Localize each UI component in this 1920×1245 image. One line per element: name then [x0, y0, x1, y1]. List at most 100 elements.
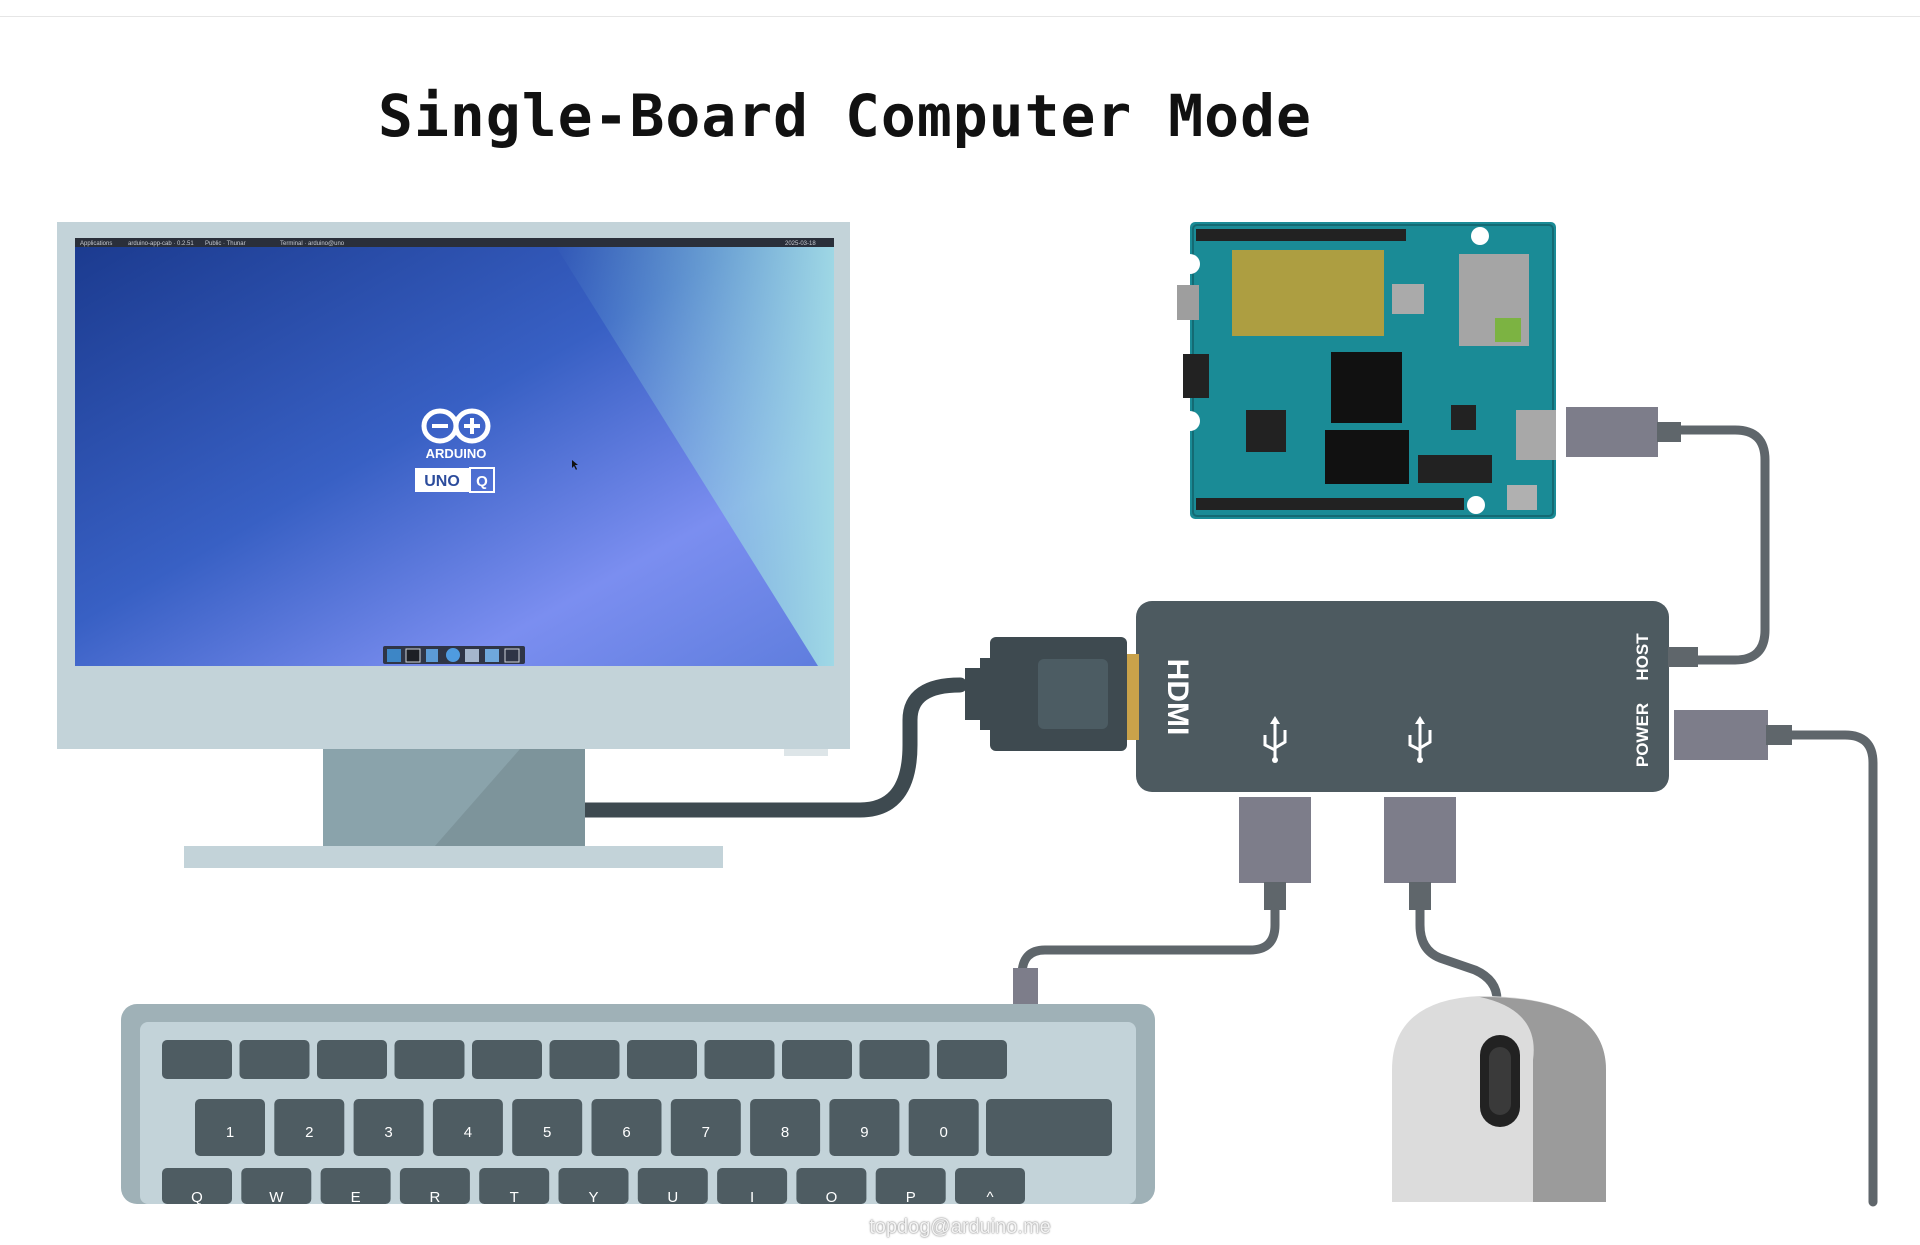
desktop-dock — [383, 646, 525, 664]
key-label: 9 — [860, 1124, 868, 1141]
screen-highlight — [552, 240, 834, 666]
board-usb-c-port — [1516, 410, 1556, 460]
key-2[interactable] — [274, 1099, 345, 1156]
monitor: Applications arduino-app-cab · 0.2.51 Pu… — [57, 222, 850, 868]
jtag-header — [1418, 455, 1492, 483]
key-3[interactable] — [353, 1099, 424, 1156]
function-key[interactable] — [704, 1040, 775, 1079]
mouse-cursor-icon — [572, 460, 578, 470]
hub-body — [1136, 601, 1669, 792]
taskbar-item-app-lab[interactable]: arduino-app-cab · 0.2.51 — [128, 241, 194, 247]
mount-hole — [1180, 411, 1200, 431]
function-key[interactable] — [239, 1040, 310, 1079]
mouse — [1392, 996, 1606, 1202]
monitor-base — [184, 846, 723, 868]
q-badge — [469, 467, 495, 493]
host-usb-plug — [1566, 407, 1658, 457]
power-plug — [1674, 710, 1768, 760]
qwiic-connector — [1183, 354, 1209, 398]
hdmi-port — [1124, 654, 1139, 740]
key-q[interactable] — [162, 1168, 232, 1204]
function-key[interactable] — [937, 1040, 1007, 1079]
function-key[interactable] — [627, 1040, 697, 1079]
usb-port-2-icon — [1408, 716, 1432, 763]
keyboard-usb-plug — [1239, 797, 1311, 883]
key-label: 0 — [940, 1124, 948, 1141]
function-key[interactable] — [317, 1040, 387, 1079]
dock-arduino-icon[interactable] — [504, 648, 520, 663]
key-label: R — [429, 1189, 440, 1206]
key-5[interactable] — [512, 1099, 583, 1156]
key-label: 1 — [226, 1124, 234, 1141]
hdmi-cable — [577, 677, 968, 818]
monitor-power-led — [784, 749, 828, 756]
key-label: U — [667, 1189, 678, 1206]
dock-search-icon[interactable] — [465, 649, 479, 662]
function-key[interactable] — [782, 1040, 852, 1079]
power-cable — [1785, 730, 1878, 1207]
function-key[interactable] — [394, 1040, 465, 1079]
mouse-usb-plug-strain — [1409, 882, 1431, 910]
usb-hub: HDMI HOST POWER — [1124, 601, 1698, 792]
key-label: Y — [588, 1189, 598, 1206]
uno-badge-text: UNO — [424, 473, 460, 490]
key-label: P — [906, 1189, 916, 1206]
key-label: 8 — [781, 1124, 789, 1141]
function-key[interactable] — [549, 1040, 620, 1079]
uno-badge — [415, 468, 469, 492]
key-1[interactable] — [195, 1099, 265, 1156]
desktop-taskbar — [75, 238, 834, 247]
arduino-uno-q-board — [1177, 222, 1556, 519]
mount-hole — [1467, 496, 1485, 514]
key-o[interactable] — [796, 1168, 867, 1204]
backspace-key[interactable] — [986, 1099, 1112, 1156]
taskbar-item-terminal[interactable]: Terminal · arduino@uno — [280, 241, 345, 247]
dock-folder-icon[interactable] — [485, 649, 499, 662]
key-t[interactable] — [479, 1168, 550, 1204]
key-label: 4 — [464, 1124, 472, 1141]
key-8[interactable] — [750, 1099, 821, 1156]
key-label: ^ — [986, 1189, 993, 1206]
host-usb-plug-strain — [1657, 422, 1681, 442]
small-chip — [1246, 410, 1286, 452]
key-r[interactable] — [399, 1168, 470, 1204]
hub-host-plug — [1668, 647, 1698, 667]
function-key[interactable] — [472, 1040, 542, 1079]
key-u[interactable] — [637, 1168, 708, 1204]
function-key[interactable] — [162, 1040, 232, 1079]
key-7[interactable] — [670, 1099, 741, 1156]
dock-browser-icon[interactable] — [446, 648, 460, 662]
taskbar-item-applications[interactable]: Applications — [80, 241, 112, 247]
key-label: T — [510, 1189, 519, 1206]
arduino-logo: ARDUINO UNO Q — [415, 408, 495, 493]
dock-files-icon[interactable] — [387, 649, 401, 662]
key-w[interactable] — [241, 1168, 312, 1204]
key-label: I — [750, 1189, 754, 1206]
hdmi-label: HDMI — [1161, 659, 1194, 736]
diagram-title: Single-Board Computer Mode — [378, 82, 1312, 150]
key-y[interactable] — [558, 1168, 629, 1204]
dock-terminal-icon[interactable] — [405, 648, 421, 663]
dock-editor-icon[interactable] — [426, 649, 438, 662]
key-4[interactable] — [432, 1099, 503, 1156]
key-i[interactable] — [717, 1168, 788, 1204]
bottom-pin-header — [1196, 498, 1464, 510]
key-9[interactable] — [829, 1099, 900, 1156]
key-6[interactable] — [591, 1099, 662, 1156]
keyboard-cable — [1017, 900, 1280, 1005]
side-chip — [1177, 285, 1199, 320]
power-plug-strain — [1766, 725, 1792, 745]
key-e[interactable] — [320, 1168, 391, 1204]
key-^[interactable] — [955, 1168, 1025, 1204]
taskbar-item-thunar[interactable]: Public · Thunar — [205, 241, 246, 247]
key-0[interactable] — [908, 1099, 979, 1156]
taskbar-clock: 2025-03-18 — [785, 241, 816, 247]
monitor-neck-shade — [435, 749, 585, 846]
key-p[interactable] — [875, 1168, 946, 1204]
keyboard-usb-plug-strain — [1264, 882, 1286, 910]
function-key[interactable] — [859, 1040, 930, 1079]
arduino-logo-text: ARDUINO — [426, 446, 487, 461]
key-label: Q — [191, 1189, 203, 1206]
small-square-component — [1392, 284, 1424, 314]
